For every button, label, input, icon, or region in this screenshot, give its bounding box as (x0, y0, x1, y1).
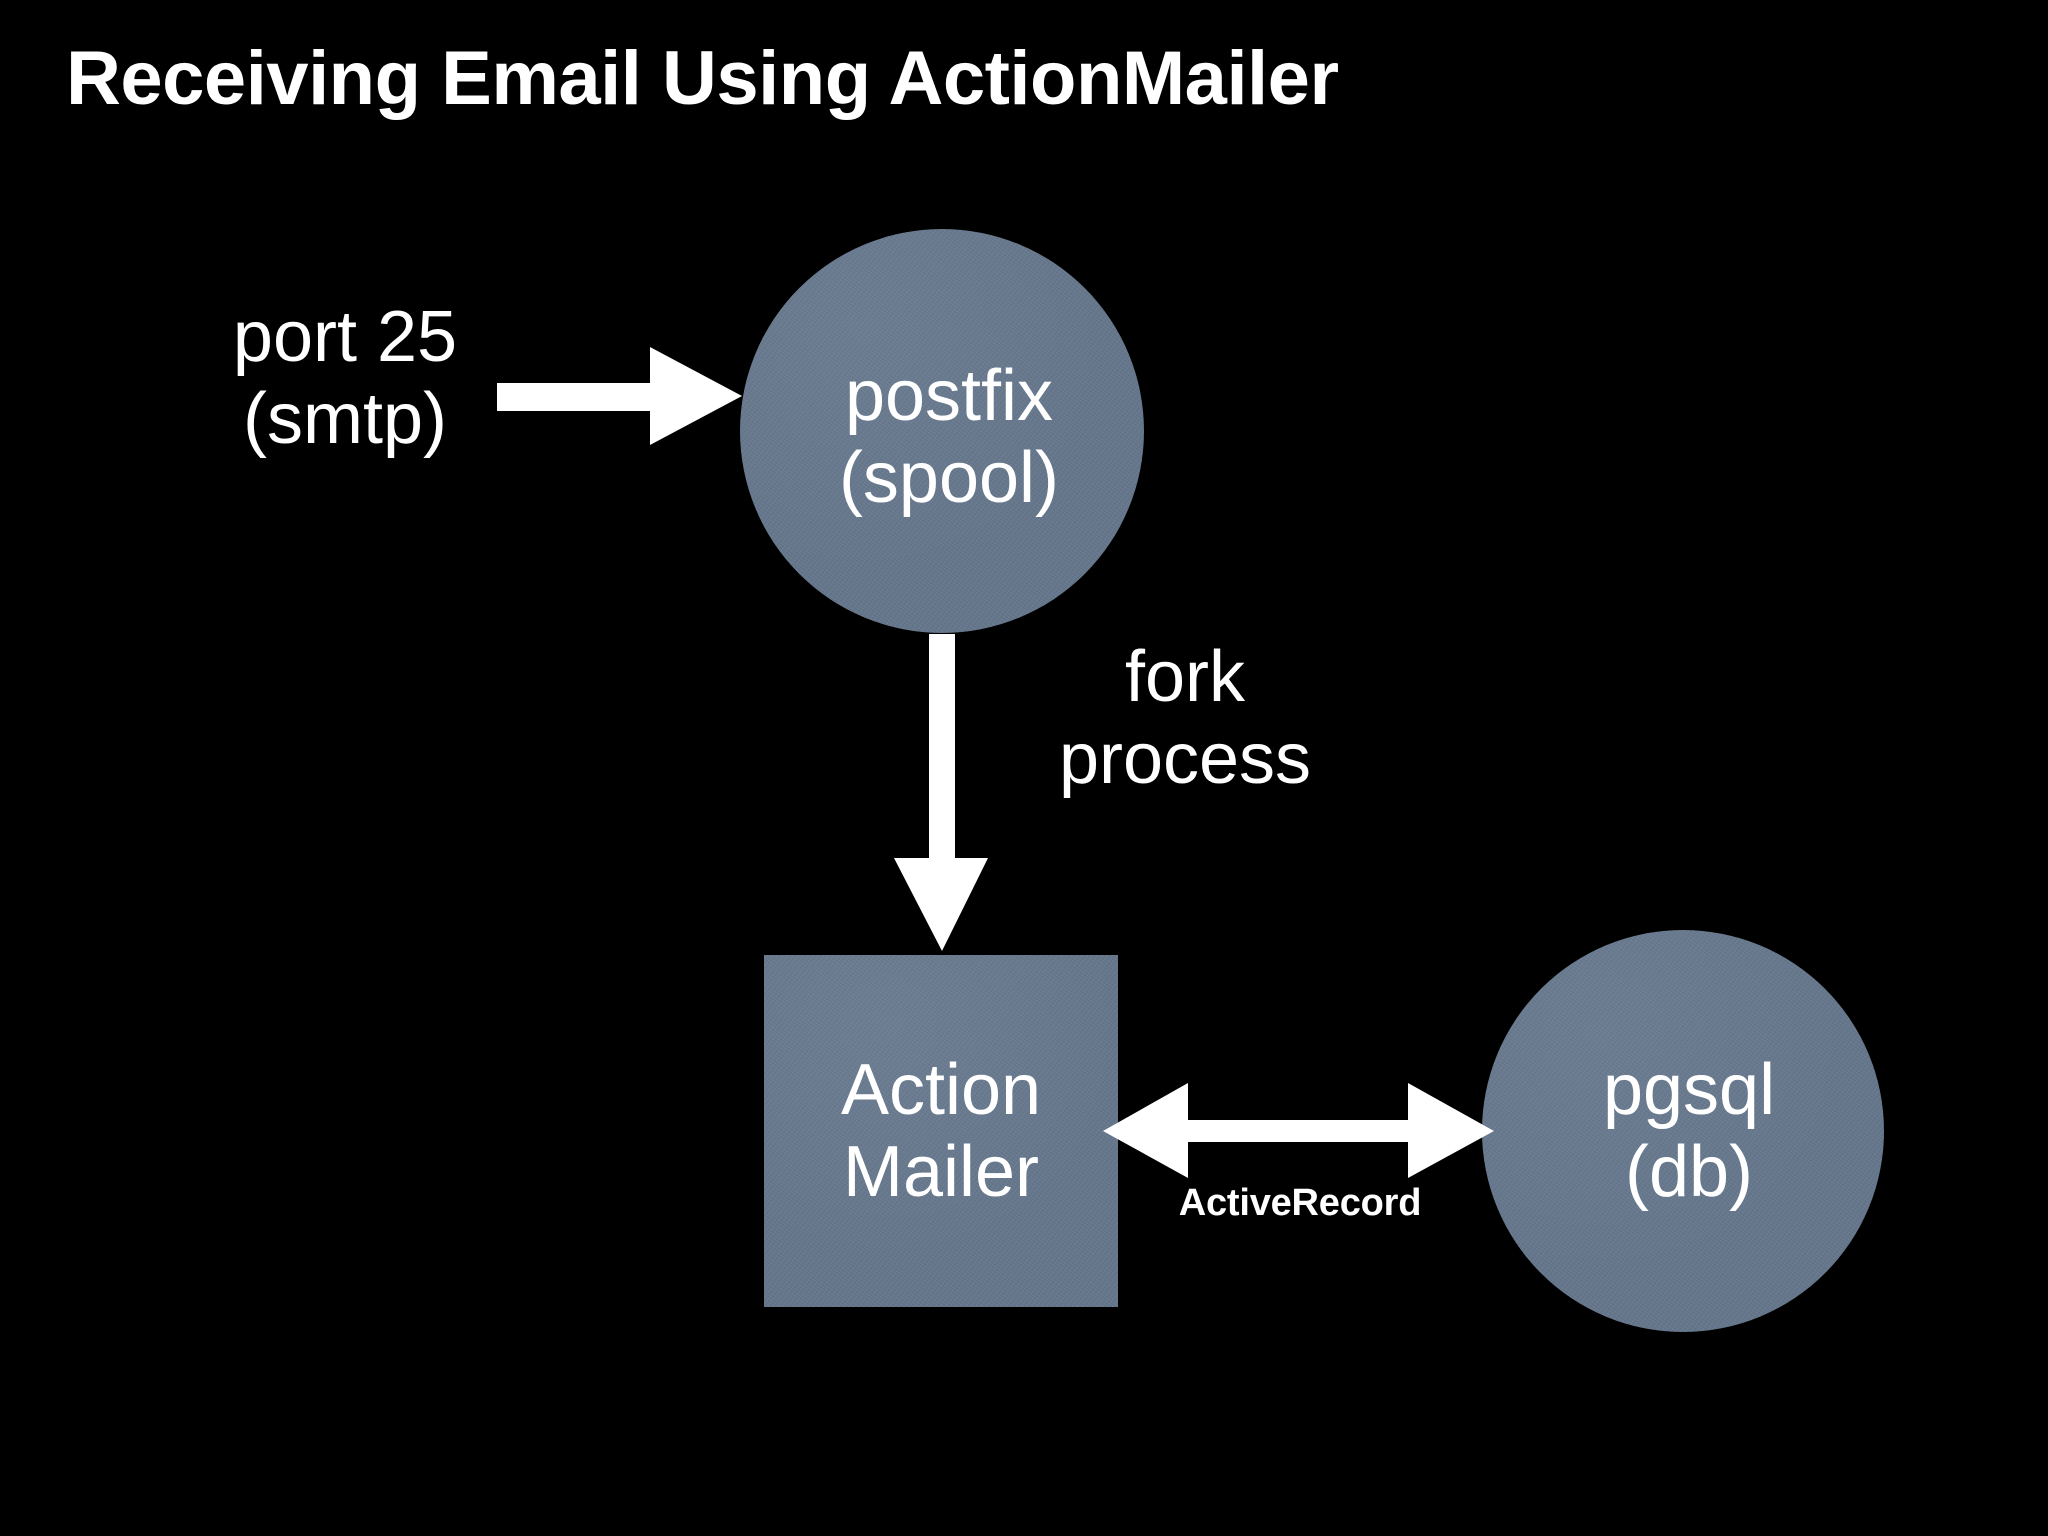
arrow-down-fork (894, 634, 988, 951)
edge-label-activerecord: ActiveRecord (1178, 1182, 1422, 1224)
node-postfix-label: postfix (spool) (838, 355, 1060, 518)
node-pgsql[interactable]: pgsql (db) (1482, 930, 1884, 1332)
page-title: Receiving Email Using ActionMailer (66, 36, 1339, 121)
arrow-bidirectional-activerecord (1103, 1083, 1494, 1178)
node-action-mailer[interactable]: Action Mailer (764, 955, 1118, 1307)
node-pgsql-label: pgsql (db) (1602, 1049, 1776, 1212)
edge-label-fork-process: fork process (1058, 637, 1312, 800)
node-postfix[interactable]: postfix (spool) (740, 229, 1144, 633)
edge-label-port-25-smtp: port 25 (smtp) (232, 297, 458, 460)
node-action-mailer-label: Action Mailer (840, 1049, 1042, 1212)
